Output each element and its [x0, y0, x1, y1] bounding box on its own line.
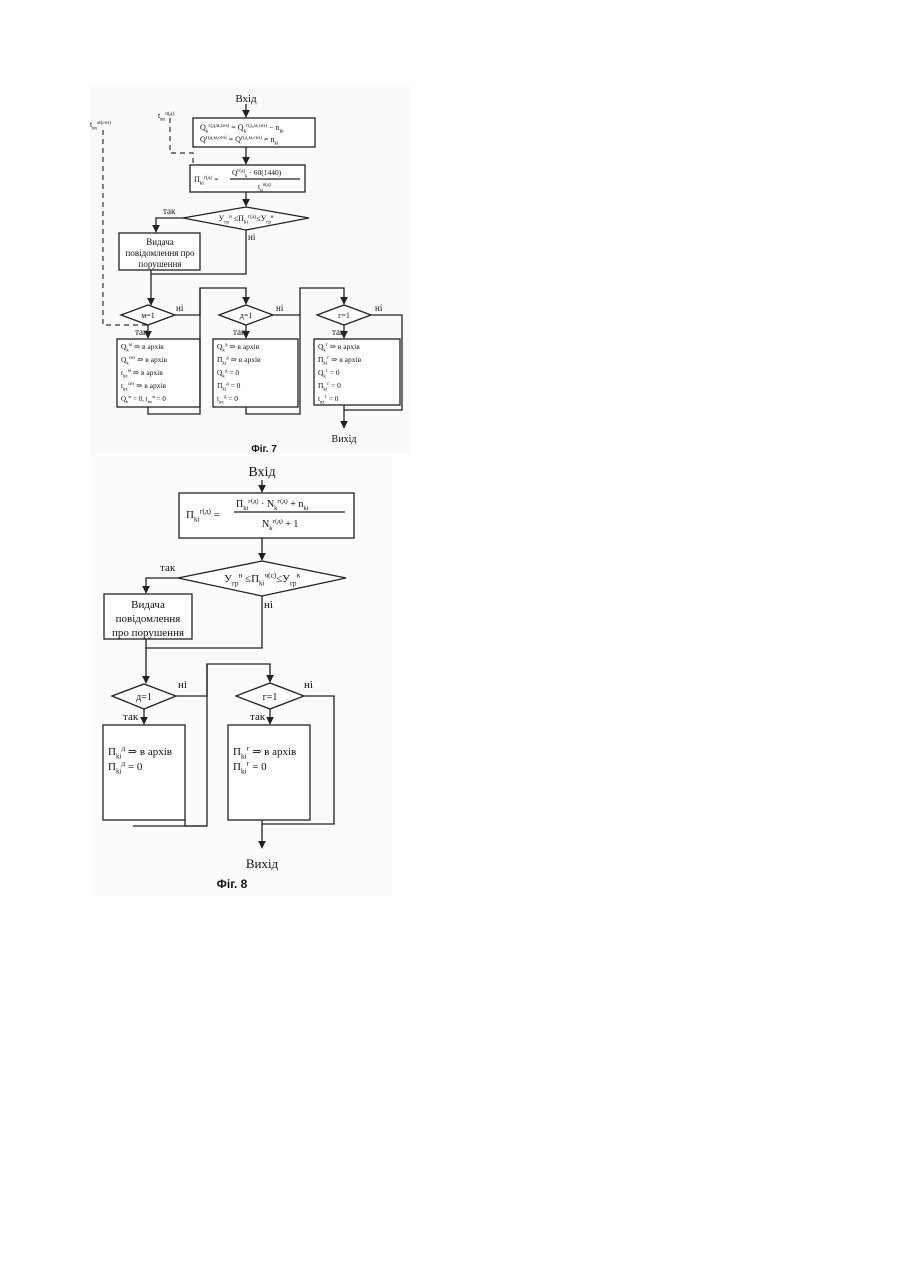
fig7-caption: Фіг. 7: [251, 444, 277, 455]
fig8-yes-1: так: [160, 562, 176, 574]
fig8-caption: Фіг. 8: [217, 877, 248, 891]
fig8-violation-line3: про порушення: [112, 627, 184, 639]
fig8-no-1: ні: [264, 599, 273, 611]
fig7-box-m-line5: Qk​м​ = 0, tвх​м​ = 0: [121, 394, 166, 404]
fig7-violation-line2: повідомлення про: [126, 248, 195, 258]
fig7-yes-g: так: [332, 327, 345, 337]
fig7-yes-m: так: [135, 327, 148, 337]
fig8-violation-line1: Видача: [131, 599, 165, 611]
fig8-decision-g-text: г=1: [263, 692, 278, 703]
fig7-violation-line1: Видача: [146, 237, 174, 247]
fig7-violation-line3: порушення: [139, 259, 182, 269]
figure-8: Вхід Пki​г(д)​ = Пki​г(д)​ · Nk​г(д)​ + …: [92, 456, 392, 896]
fig8-yes-d: так: [123, 711, 139, 723]
fig8-decision-d-text: д=1: [136, 692, 152, 703]
fig8-yes-g: так: [250, 711, 266, 723]
fig8-box-d-line2: Пki​д​ = 0: [108, 760, 143, 776]
fig8-violation-line2: повідомлення: [116, 613, 181, 625]
fig7-yes-d: так: [233, 327, 246, 337]
figure-7: Вхід tвх​м(сез)​ tвх​п(д)​ Qk​г(д,м,сез)…: [90, 85, 410, 455]
fig7-decision-d-text: д=1: [240, 311, 253, 320]
fig8-exit-label: Вихід: [246, 856, 279, 871]
fig7-no-1: ні: [248, 232, 256, 242]
fig7-yes-1: так: [163, 206, 176, 216]
fig7-exit-label: Вихід: [332, 434, 357, 445]
fig8-entry-label: Вхід: [248, 465, 275, 480]
fig7-entry-label: Вхід: [235, 93, 257, 105]
fig7-no-m: ні: [176, 303, 184, 313]
fig7-no-g: ні: [375, 303, 383, 313]
fig7-decision-m-text: м=1: [141, 311, 155, 320]
fig8-no-g: ні: [304, 679, 313, 691]
fig7-no-d: ні: [276, 303, 284, 313]
fig8-no-d: ні: [178, 679, 187, 691]
fig7-decision-g-text: г=1: [338, 311, 350, 320]
fig8-box-g-line2: Пki​г​ = 0: [233, 760, 267, 776]
